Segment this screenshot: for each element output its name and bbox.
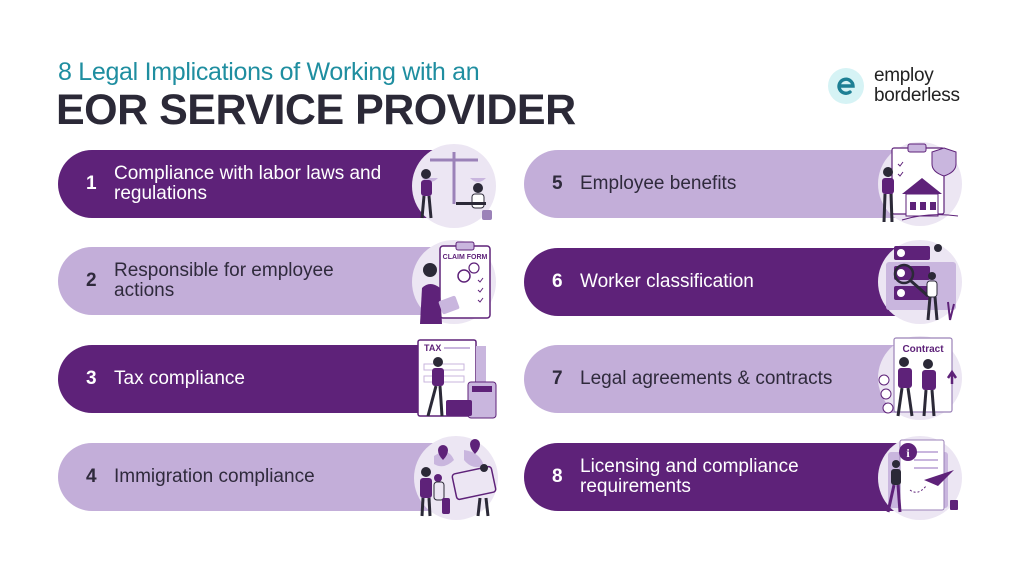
svg-text:i: i bbox=[906, 446, 910, 460]
item-number: 3 bbox=[86, 368, 97, 389]
employ-borderless-logo-icon bbox=[828, 68, 864, 104]
item-label: Licensing and compliance requirements bbox=[580, 456, 799, 497]
page-title: EOR SERVICE PROVIDER bbox=[56, 86, 576, 134]
item-card-3: 3 Tax compliance bbox=[58, 345, 443, 413]
logo-line-2: borderless bbox=[874, 85, 960, 106]
logo-line-1: employ bbox=[874, 65, 934, 86]
item-label: Worker classification bbox=[580, 271, 754, 292]
item-number: 4 bbox=[86, 466, 97, 487]
item-card-7: 7 Legal agreements & contracts bbox=[524, 345, 909, 413]
item-label: Responsible for employee actions bbox=[114, 260, 334, 301]
item-number: 7 bbox=[552, 368, 563, 389]
benefits-house-shield-illustration bbox=[878, 142, 962, 226]
brand-logo: employ borderless bbox=[828, 66, 960, 106]
svg-text:TAX: TAX bbox=[424, 343, 441, 353]
item-card-1: 1 Compliance with labor laws and regulat… bbox=[58, 150, 443, 218]
item-label: Legal agreements & contracts bbox=[580, 368, 833, 389]
item-label: Tax compliance bbox=[114, 368, 245, 389]
item-number: 5 bbox=[552, 173, 563, 194]
tax-form-calculator-illustration: TAX bbox=[412, 336, 497, 420]
claim-form-illustration: CLAIM FORM bbox=[412, 240, 496, 324]
item-number: 6 bbox=[552, 271, 563, 292]
subtitle: 8 Legal Implications of Working with an bbox=[58, 58, 480, 86]
item-number: 1 bbox=[86, 173, 97, 194]
item-card-4: 4 Immigration compliance bbox=[58, 443, 443, 511]
scales-of-justice-illustration bbox=[412, 144, 496, 228]
item-label: Compliance with labor laws and regulatio… bbox=[114, 163, 382, 204]
item-number: 8 bbox=[552, 466, 563, 487]
svg-text:Contract: Contract bbox=[902, 344, 944, 355]
item-number: 2 bbox=[86, 270, 97, 291]
item-card-2: 2 Responsible for employee actions bbox=[58, 247, 443, 315]
document-info-paper-plane-illustration: i bbox=[878, 436, 962, 520]
item-card-6: 6 Worker classification bbox=[524, 248, 909, 316]
profiles-magnifier-illustration bbox=[878, 240, 962, 324]
item-label: Immigration compliance bbox=[114, 466, 315, 487]
contract-handshake-illustration: Contract bbox=[878, 336, 962, 420]
item-card-8: 8 Licensing and compliance requirements bbox=[524, 443, 909, 511]
globe-travelers-id-card-illustration bbox=[414, 436, 498, 520]
item-card-5: 5 Employee benefits bbox=[524, 150, 909, 218]
svg-text:CLAIM FORM: CLAIM FORM bbox=[443, 254, 488, 261]
item-label: Employee benefits bbox=[580, 173, 737, 194]
